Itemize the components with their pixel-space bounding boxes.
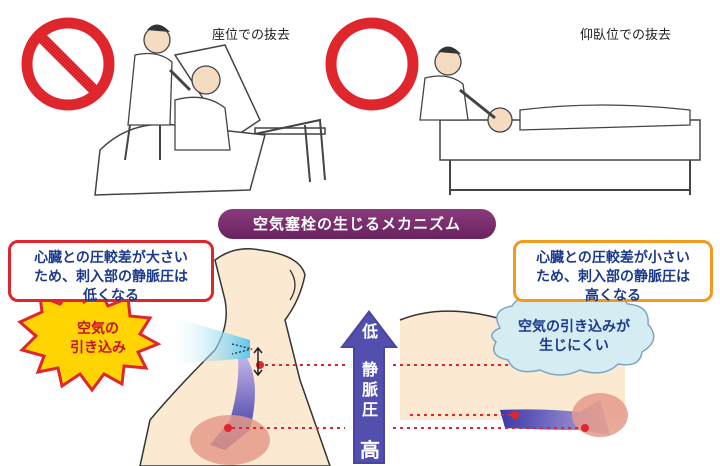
- cloud-line1: 空気の引き込みが: [518, 319, 630, 335]
- low-note-line2: ため、刺入部の静脈圧は: [34, 269, 188, 285]
- ok-circle-icon: [325, 17, 419, 111]
- burst-label: 空気の 引き込み: [52, 320, 144, 358]
- right-caption: 仰臥位での抜去: [580, 28, 672, 43]
- high-pressure-note: 心臓との圧較差が小さい ため、刺入部の静脈圧は 高くなる: [513, 240, 713, 304]
- arrow-label-2: 脈: [361, 380, 378, 399]
- arrow-high-label: 高: [360, 438, 380, 462]
- high-note-line2: ため、刺入部の静脈圧は: [536, 269, 690, 285]
- supine-bed-illustration: [419, 46, 701, 195]
- cloud-line2: 生じにくい: [539, 338, 609, 354]
- arrow-low-label: 低: [361, 322, 378, 341]
- high-note-line3: 高くなる: [585, 288, 641, 304]
- prohibited-icon: [21, 17, 115, 111]
- low-pressure-note: 心臓との圧較差が大さい ため、刺入部の静脈圧は 低くなる: [8, 240, 214, 304]
- burst-line1: 空気の: [77, 321, 119, 337]
- low-note-line3: 低くなる: [83, 288, 139, 304]
- cloud-label: 空気の引き込みが 生じにくい: [506, 318, 642, 356]
- sitting-bed-illustration: [94, 24, 326, 196]
- top-illustrations: [94, 24, 701, 196]
- low-note-line1: 心臓との圧較差が大さい: [34, 250, 188, 266]
- burst-line2: 引き込み: [70, 340, 126, 356]
- left-caption: 座位での抜去: [212, 28, 291, 43]
- arrow-label-3: 圧: [361, 400, 378, 419]
- mechanism-banner: 空気塞栓の生じるメカニズム: [218, 209, 496, 239]
- high-note-line1: 心臓との圧較差が小さい: [536, 250, 690, 266]
- arrow-label-1: 静: [361, 360, 378, 379]
- mechanism-diagram: [17, 248, 655, 466]
